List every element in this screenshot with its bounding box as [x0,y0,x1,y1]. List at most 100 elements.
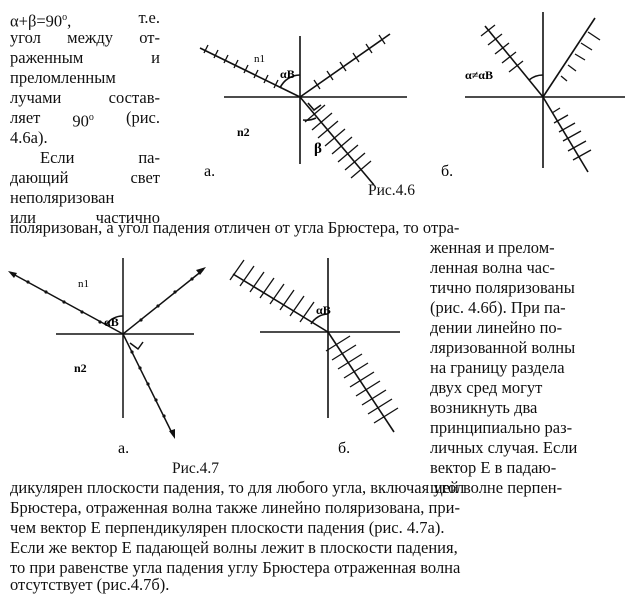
dot-mark [44,290,48,294]
tick [551,107,561,114]
tick [299,301,315,323]
label-alpha-neq: α≠αB [465,68,493,82]
tick [337,353,363,370]
tick [243,64,249,74]
text-line: ленная волна час- [430,258,555,277]
figure-caption-4-6: Рис.4.6 [368,182,416,199]
dot-mark [80,310,84,314]
text-line: возникнуть два [430,398,538,417]
tick [587,31,601,41]
dot-mark [130,350,134,354]
label-n1: n1 [78,278,89,290]
tick [317,120,339,139]
text-line: вектор E в падаю- [430,458,557,477]
tick [494,42,510,55]
tick [367,398,393,415]
text-line: чем вектор E перпендикулярен плоскости п… [10,518,445,537]
angle-arc [105,315,124,326]
figure-4-7a: n1 n2 αB а. [8,258,206,457]
incident-ray [199,47,301,98]
tick [331,136,353,155]
text-line: принципиально раз- [430,418,573,437]
figure-4-7b: αB б. [229,258,400,457]
tick [480,24,496,37]
text-line: Если же вектор E падающей волны лежит в … [10,538,458,557]
tick [560,75,568,82]
dot-mark [62,300,66,304]
label-b: б. [338,440,350,457]
text-line: щей волне перпен- [430,478,563,497]
tick [378,34,386,45]
tick [339,61,347,72]
tick [572,149,592,161]
tick [553,114,569,124]
tick [344,152,366,171]
text-line: то при равенстве угла падения углу Брюст… [10,558,461,577]
tick [259,277,275,299]
text-line: двух сред могут [430,378,543,397]
tick [279,289,295,311]
dot-mark [173,290,177,294]
tick [311,112,333,131]
tick [203,44,209,54]
label-n2: n2 [237,125,250,139]
tick [487,33,503,46]
arrowhead [8,271,17,278]
tick [365,43,373,54]
dot-mark [162,414,166,418]
refracted-ray [542,96,589,173]
dot-mark [146,382,150,386]
tick [350,160,372,179]
text-line: (рис. 4.6б). При па- [430,298,566,317]
angle-arc [528,74,544,81]
dot-mark [139,318,143,322]
tick [337,144,359,163]
tick [567,140,587,152]
text-line: ляет 90о (рис. [10,108,160,131]
incident-ray [484,25,544,98]
tick [349,371,375,388]
text-line: преломленным [10,68,116,87]
tick [508,60,524,73]
label-a: а. [118,440,129,457]
label-n1: n1 [254,53,265,65]
reflected-ray [122,269,204,335]
tick [324,128,346,147]
figure-4-6a: n1 n2 αB β а. [199,33,407,186]
text-line: неполяризован [10,188,115,207]
dot-mark [154,398,158,402]
tick [361,389,387,406]
label-n2: n2 [74,361,87,375]
dot-mark [98,320,102,324]
tick [304,104,326,123]
angle-arc [302,117,317,121]
tick [229,259,245,281]
tick [580,42,593,51]
text-line: α+β=90о, т.е. [10,8,160,31]
refracted-ray [327,331,395,433]
text-line: 4.6а). [10,128,48,147]
incident-ray [12,273,124,335]
tick [343,362,369,379]
tick [289,295,305,317]
right-angle-mark [129,341,144,351]
tick [501,51,517,64]
tick [233,59,239,69]
reflected-ray [299,33,391,98]
tick [352,52,360,63]
angle-arc [279,74,301,89]
tick [263,74,269,84]
tick [253,69,259,79]
figure-caption-4-7: Рис.4.7 [172,460,220,477]
tick [313,79,321,90]
tick [325,335,351,352]
tick [223,54,229,64]
dot-mark [26,280,30,284]
tick [574,53,586,61]
arrowhead [196,267,206,275]
tick [373,407,399,424]
label-alpha-b: αB [104,315,119,329]
